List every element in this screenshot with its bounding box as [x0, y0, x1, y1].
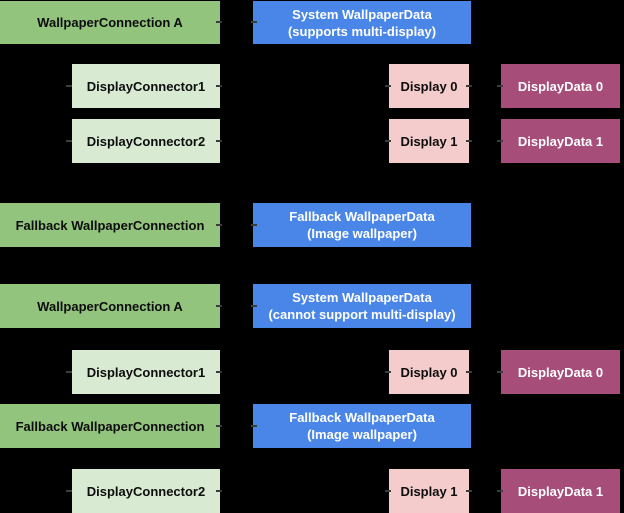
connector-nub	[66, 490, 72, 492]
connector-nub	[385, 85, 391, 87]
node-wallpaper-connection-a-1: WallpaperConnection A	[0, 1, 220, 44]
connector-nub	[251, 224, 257, 226]
connector-nub	[216, 371, 222, 373]
connector-nub	[466, 371, 472, 373]
node-display-1-b: Display 1	[389, 469, 469, 513]
connector-nub	[466, 85, 472, 87]
node-display-connector-1-a: DisplayConnector1	[72, 64, 220, 108]
connector-nub	[497, 140, 503, 142]
node-wallpaper-connection-a-2: WallpaperConnection A	[0, 284, 220, 328]
connector-nub	[385, 140, 391, 142]
node-system-wallpaper-data-multi: System WallpaperData (supports multi-dis…	[253, 1, 471, 44]
connector-nub	[497, 85, 503, 87]
node-display-data-0-b: DisplayData 0	[501, 350, 620, 394]
node-display-0-a: Display 0	[389, 64, 469, 108]
connector-nub	[66, 140, 72, 142]
connector-nub	[251, 425, 257, 427]
node-display-data-1-b: DisplayData 1	[501, 469, 620, 513]
node-fallback-wallpaper-data-1: Fallback WallpaperData (Image wallpaper)	[253, 203, 471, 247]
node-display-1-a: Display 1	[389, 119, 469, 163]
connector-nub	[497, 490, 503, 492]
node-display-data-0-a: DisplayData 0	[501, 64, 620, 108]
connector-nub	[251, 21, 257, 23]
node-display-connector-2-b: DisplayConnector2	[72, 469, 220, 513]
connector-nub	[497, 371, 503, 373]
connector-nub	[216, 140, 222, 142]
node-fallback-wallpaper-data-2: Fallback WallpaperData (Image wallpaper)	[253, 404, 471, 448]
connector-nub	[216, 425, 222, 427]
connector-nub	[216, 85, 222, 87]
node-fallback-wallpaper-connection-2: Fallback WallpaperConnection	[0, 404, 220, 448]
connector-nub	[216, 224, 222, 226]
node-display-data-1-a: DisplayData 1	[501, 119, 620, 163]
connector-nub	[466, 140, 472, 142]
connector-nub	[66, 85, 72, 87]
connector-nub	[216, 305, 222, 307]
connector-nub	[385, 490, 391, 492]
connector-nub	[66, 371, 72, 373]
connector-nub	[385, 371, 391, 373]
node-display-0-b: Display 0	[389, 350, 469, 394]
node-system-wallpaper-data-single: System WallpaperData (cannot support mul…	[253, 284, 471, 328]
node-display-connector-2-a: DisplayConnector2	[72, 119, 220, 163]
connector-nub	[216, 21, 222, 23]
connector-nub	[216, 490, 222, 492]
node-fallback-wallpaper-connection-1: Fallback WallpaperConnection	[0, 203, 220, 247]
node-display-connector-1-b: DisplayConnector1	[72, 350, 220, 394]
connector-nub	[466, 490, 472, 492]
connector-nub	[251, 305, 257, 307]
